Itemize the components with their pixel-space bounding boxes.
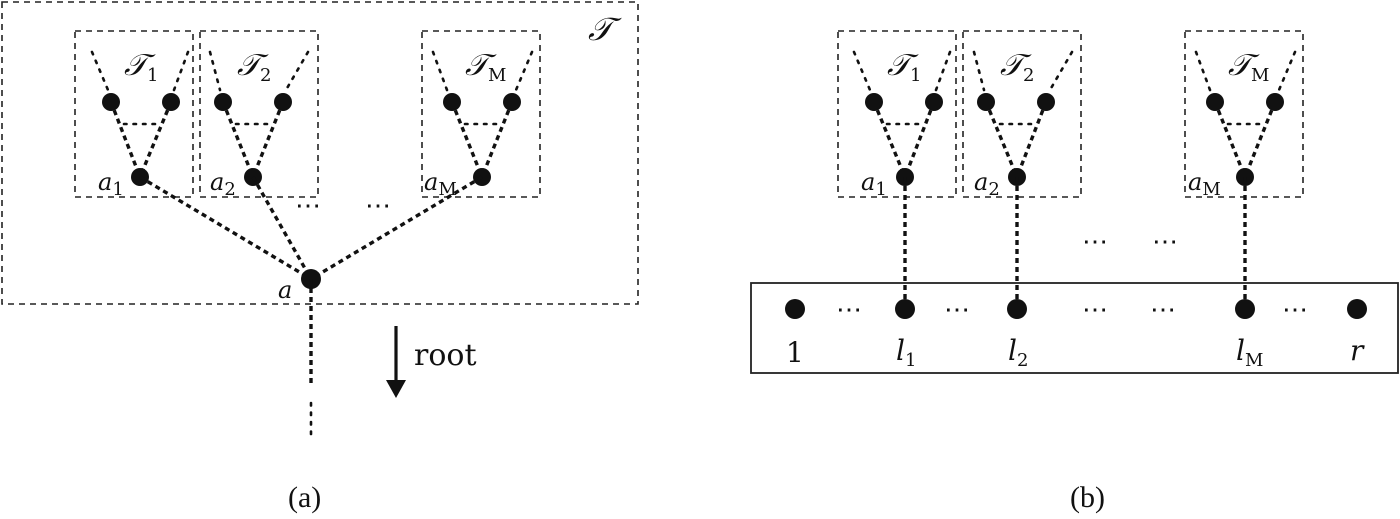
subtree-2: 𝒯2 a2 (208, 48, 310, 200)
subtree-root-label: a2 (974, 168, 1000, 200)
subtree-box-m (421, 30, 541, 198)
ellipsis: ⋯ (1282, 295, 1308, 325)
root-label: root (414, 338, 477, 373)
ellipsis: ⋯ (1150, 295, 1176, 325)
ellipsis: ⋯ (295, 191, 321, 221)
panel-a: 𝒯 𝒯1 a1 𝒯2 a2 (1, 1, 639, 514)
subtree-box-1 (74, 30, 194, 198)
center-node-label: a (278, 276, 292, 304)
line-node (785, 299, 805, 319)
subtree-root-label: aM (424, 168, 457, 200)
line-label: r (1350, 334, 1365, 367)
edge (251, 176, 313, 280)
subtree-m: 𝒯M aM (1188, 48, 1297, 200)
line-label: 1 (786, 336, 804, 369)
subtree-1: 𝒯1 a1 (852, 48, 952, 200)
subtree-root-label: aM (1188, 168, 1221, 200)
line-node (1347, 299, 1367, 319)
subtree-box-2 (962, 30, 1082, 198)
ellipsis: ⋯ (1082, 227, 1108, 257)
ellipsis: ⋯ (944, 295, 970, 325)
leaf-node (1206, 93, 1224, 111)
line-box (750, 282, 1399, 374)
leaf-node (162, 93, 180, 111)
leaf-node (214, 93, 232, 111)
leaf-node (1037, 93, 1055, 111)
ellipsis: ⋯ (365, 191, 391, 221)
line-node (895, 299, 915, 319)
ellipsis: ⋯ (836, 295, 862, 325)
caption-b: (b) (1070, 481, 1105, 514)
subtree-1: 𝒯1 a1 (90, 48, 190, 200)
outer-tree-box (1, 1, 639, 305)
subtree-root-label: a2 (210, 168, 236, 200)
subtree-root-label: a1 (98, 168, 124, 200)
leaf-node (925, 93, 943, 111)
line-label: lM (1236, 334, 1263, 371)
edge (139, 175, 312, 281)
leaf-node (274, 93, 292, 111)
leaf-node (503, 93, 521, 111)
subtree-label: 𝒯M (1228, 48, 1269, 86)
leaf-node (865, 93, 883, 111)
panel-b: 𝒯1 a1 𝒯2 a2 𝒯M aM (750, 30, 1399, 514)
ellipsis: ⋯ (1082, 295, 1108, 325)
line-node (1007, 299, 1027, 319)
leaf-node (1266, 93, 1284, 111)
line-node (1235, 299, 1255, 319)
ellipsis: ⋯ (1152, 227, 1178, 257)
edge (310, 175, 483, 281)
subtree-label: 𝒯2 (237, 48, 271, 86)
leaf-node (443, 93, 461, 111)
leaf-node (102, 93, 120, 111)
leaf-node (977, 93, 995, 111)
subtree-box-1 (837, 30, 957, 198)
caption-a: (a) (288, 481, 321, 514)
subtree-label: 𝒯M (465, 48, 506, 86)
subtree-label: 𝒯1 (124, 48, 158, 86)
subtree-label: 𝒯2 (1000, 48, 1034, 86)
subtree-box-2 (199, 30, 319, 198)
subtree-m: 𝒯M aM (424, 48, 534, 200)
subtree-root-label: a1 (861, 168, 887, 200)
outer-tree-label: 𝒯 (588, 10, 622, 48)
line-label: l2 (1008, 334, 1028, 371)
line-label: l1 (896, 334, 916, 371)
subtree-label: 𝒯1 (887, 48, 921, 86)
subtree-2: 𝒯2 a2 (972, 48, 1074, 200)
root-arrow-icon (386, 380, 406, 398)
